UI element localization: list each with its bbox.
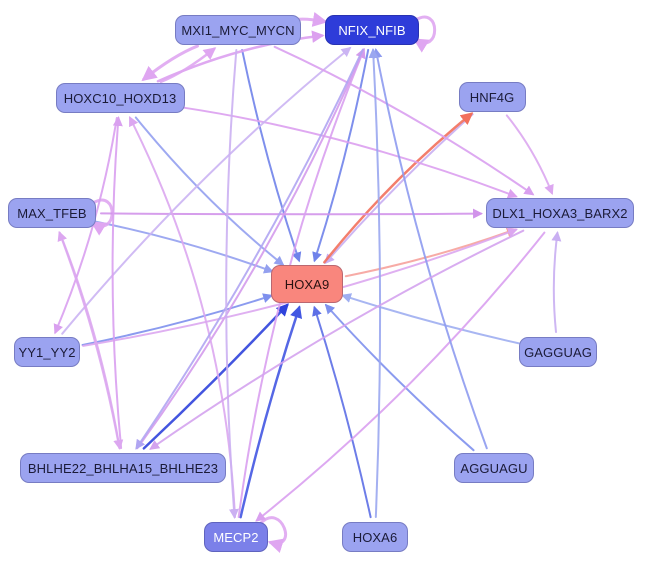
edge-hoxa9-to-hnf4g xyxy=(323,112,474,264)
edge-nfix_nfib-to-bhlhe22_bhlha15_bhlhe23 xyxy=(135,48,364,450)
node-hoxa9[interactable]: HOXA9 xyxy=(271,265,343,303)
edge-yy1_yy2-to-nfix_nfib xyxy=(61,46,352,335)
edge-mecp2-to-hoxa9 xyxy=(239,305,303,519)
edge-bhlhe22_bhlha15_bhlhe23-to-hoxc10_hoxd13 xyxy=(111,116,123,450)
edge-mxi1_myc_mycn-to-hoxa9 xyxy=(241,48,302,263)
edge-gagguag-to-dlx1_hoxa3_barx2 xyxy=(551,231,562,334)
edge-yy1_yy2-to-hoxa9 xyxy=(81,293,274,346)
edge-hoxc10_hoxd13-to-mxi1_myc_mycn xyxy=(159,47,217,84)
node-gagguag[interactable]: GAGGUAG xyxy=(519,337,597,367)
node-hoxa6[interactable]: HOXA6 xyxy=(342,522,408,552)
node-nfix_nfib[interactable]: NFIX_NFIB xyxy=(325,15,419,45)
edge-mxi1_myc_mycn-to-mecp2 xyxy=(225,48,239,520)
edge-mxi1_myc_mycn-to-dlx1_hoxa3_barx2 xyxy=(273,45,535,196)
edge-mecp2-to-mecp2 xyxy=(259,516,287,553)
edge-hoxc10_hoxd13-to-dlx1_hoxa3_barx2 xyxy=(180,106,518,199)
node-hnf4g[interactable]: HNF4G xyxy=(458,82,526,112)
edge-agguagu-to-hoxa9 xyxy=(324,303,475,452)
edge-gagguag-to-hoxa9 xyxy=(341,293,520,345)
edge-nfix_nfib-to-hoxa9 xyxy=(312,48,370,263)
node-max_tfeb[interactable]: MAX_TFEB xyxy=(8,198,96,228)
edge-hoxc10_hoxd13-to-hoxa9 xyxy=(134,116,285,266)
node-mecp2[interactable]: MECP2 xyxy=(204,522,268,552)
node-hoxc10_hoxd13[interactable]: HOXC10_HOXD13 xyxy=(55,83,185,113)
edge-hoxc10_hoxd13-to-yy1_yy2 xyxy=(53,116,118,335)
node-mxi1_myc_mycn[interactable]: MXI1_MYC_MYCN xyxy=(175,15,301,45)
node-yy1_yy2[interactable]: YY1_YY2 xyxy=(14,337,80,367)
edge-bhlhe22_bhlha15_bhlhe23-to-hoxa9 xyxy=(142,303,289,450)
node-dlx1_hoxa3_barx2[interactable]: DLX1_HOXA3_BARX2 xyxy=(486,198,634,228)
edge-nfix_nfib-to-nfix_nfib xyxy=(412,15,437,53)
edge-dlx1_hoxa3_barx2-to-mecp2 xyxy=(255,231,546,522)
edge-bhlhe22_bhlha15_bhlhe23-to-max_tfeb xyxy=(57,230,121,450)
edge-hoxa6-to-nfix_nfib xyxy=(368,47,382,519)
edge-max_tfeb-to-dlx1_hoxa3_barx2 xyxy=(99,208,484,219)
edge-mxi1_myc_mycn-to-hoxc10_hoxd13 xyxy=(141,44,199,82)
edge-hnf4g-to-hoxa9 xyxy=(324,113,474,265)
edge-bhlhe22_bhlha15_bhlhe23-to-nfix_nfib xyxy=(136,47,365,450)
edge-agguagu-to-nfix_nfib xyxy=(372,47,488,450)
edge-hoxa6-to-hoxa9 xyxy=(312,305,372,519)
edge-hnf4g-to-dlx1_hoxa3_barx2 xyxy=(505,114,554,195)
node-agguagu[interactable]: AGGUAGU xyxy=(454,453,534,483)
edge-dlx1_hoxa3_barx2-to-bhlhe22_bhlha15_bhlhe23 xyxy=(149,229,525,450)
node-bhlhe22_bhlha15_bhlhe23[interactable]: BHLHE22_BHLHA15_BHLHE23 xyxy=(20,453,226,483)
